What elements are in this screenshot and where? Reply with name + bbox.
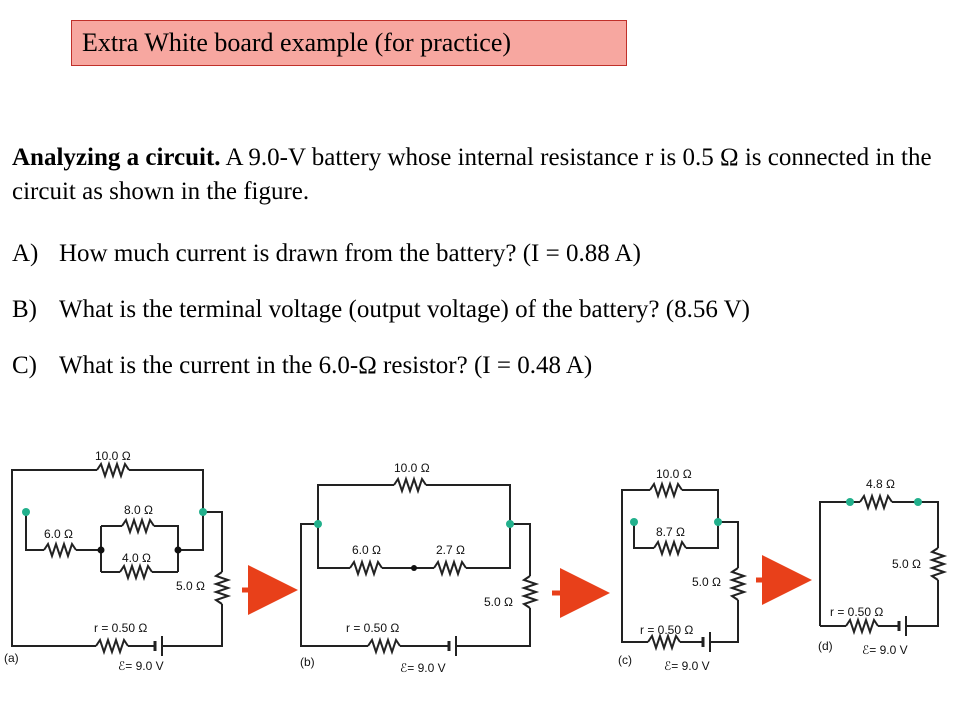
label-a-5ohm: 5.0 Ω [176, 579, 205, 593]
problem-heading: Analyzing a circuit. [12, 144, 221, 171]
label-b-tag: (b) [300, 655, 315, 669]
label-b-2-7ohm: 2.7 Ω [436, 543, 465, 557]
label-d-4-8ohm: 4.8 Ω [866, 477, 895, 491]
question-text: How much current is drawn from the batte… [59, 240, 641, 267]
slide-title: Extra White board example (for practice) [71, 20, 627, 66]
node-dot [314, 520, 322, 528]
node-dot [914, 498, 922, 506]
label-c-emf: ℰ= 9.0 V [664, 659, 710, 673]
label-d-tag: (d) [818, 639, 833, 653]
node-dot [630, 518, 638, 526]
problem-statement: Analyzing a circuit. A 9.0-V battery who… [12, 141, 957, 209]
label-b-r: r = 0.50 Ω [346, 621, 399, 635]
label-a-tag: (a) [4, 651, 19, 665]
label-a-4ohm: 4.0 Ω [122, 551, 151, 565]
label-c-tag: (c) [618, 653, 632, 667]
label-a-10ohm: 10.0 Ω [95, 449, 131, 463]
label-c-8-7ohm: 8.7 Ω [656, 525, 685, 539]
problem-text: A 9.0-V battery whose internal resistanc… [12, 144, 932, 205]
question-letter: B) [12, 296, 37, 323]
question-letter: C) [12, 352, 37, 379]
wires [11, 460, 948, 656]
question-a: A) How much current is drawn from the bat… [12, 240, 641, 268]
circuit-figure: 10.0 Ω 8.0 Ω 4.0 Ω 6.0 Ω 5.0 Ω r = 0.50 … [4, 449, 948, 675]
node-dot [22, 508, 30, 516]
label-c-10ohm: 10.0 Ω [656, 467, 692, 481]
label-a-r: r = 0.50 Ω [94, 621, 147, 635]
stage-arrows [242, 555, 812, 618]
question-letter: A) [12, 240, 39, 267]
node-dot [714, 518, 722, 526]
node-dot [97, 546, 105, 554]
label-b-10ohm: 10.0 Ω [394, 461, 430, 475]
label-a-6ohm: 6.0 Ω [44, 527, 73, 541]
node-dot [846, 498, 854, 506]
label-a-emf: ℰ= 9.0 V [118, 659, 164, 673]
node-dot [174, 546, 182, 554]
label-d-emf: ℰ= 9.0 V [862, 643, 908, 657]
label-c-r: r = 0.50 Ω [640, 623, 693, 637]
junction-nodes [22, 498, 922, 571]
node-dot [506, 520, 514, 528]
question-b: B) What is the terminal voltage (output v… [12, 296, 750, 324]
label-b-5ohm: 5.0 Ω [484, 595, 513, 609]
node-dot [411, 565, 417, 571]
question-text: What is the terminal voltage (output vol… [59, 296, 750, 323]
label-b-emf: ℰ= 9.0 V [400, 661, 446, 675]
question-c: C) What is the current in the 6.0-Ω resis… [12, 352, 592, 380]
label-c-5ohm: 5.0 Ω [692, 575, 721, 589]
label-d-r: r = 0.50 Ω [830, 605, 883, 619]
label-d-5ohm: 5.0 Ω [892, 557, 921, 571]
label-b-6ohm: 6.0 Ω [352, 543, 381, 557]
question-text: What is the current in the 6.0-Ω resisto… [59, 352, 593, 379]
node-dot [199, 508, 207, 516]
label-a-8ohm: 8.0 Ω [124, 503, 153, 517]
